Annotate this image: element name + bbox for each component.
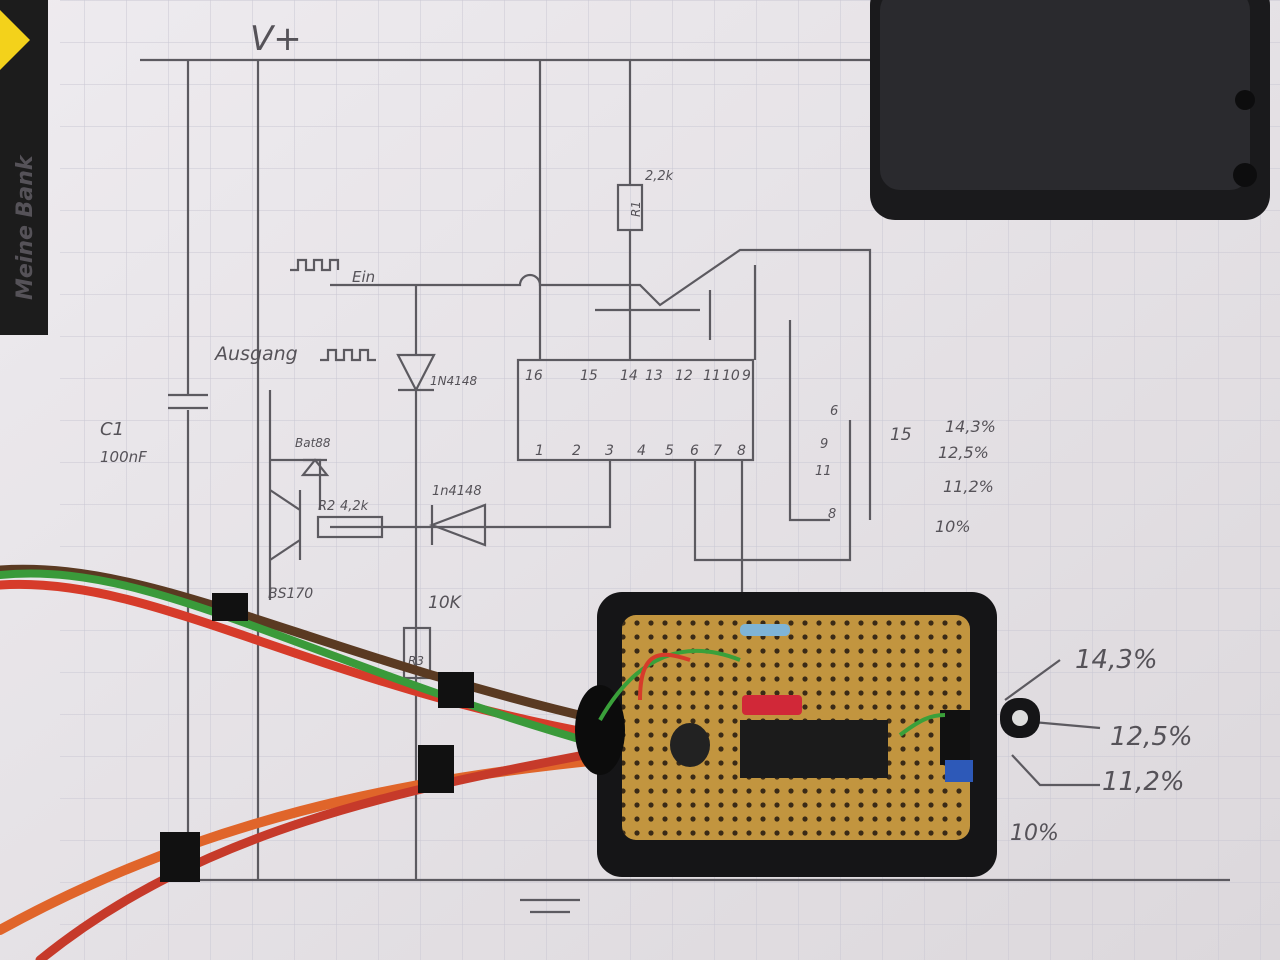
cable-tie xyxy=(438,672,474,708)
jumper-header xyxy=(940,710,970,765)
ratio-labels-schematic: 14,3% 12,5% 11,2% 10% xyxy=(935,417,996,536)
diode-top-label: 1N4148 xyxy=(430,374,478,388)
r1-value: 2,2k xyxy=(645,169,674,184)
ratio-label: 14,3% xyxy=(1075,645,1158,675)
c1-value: 100nF xyxy=(100,448,147,466)
r2-value: 4,2k xyxy=(340,499,369,514)
supply-label: V+ xyxy=(250,19,302,59)
pin-label: 9 xyxy=(820,437,828,452)
jumper xyxy=(945,760,973,782)
cable-tie xyxy=(212,593,248,621)
enclosure-lid xyxy=(870,0,1270,220)
schematic-wiring xyxy=(140,58,1230,914)
pin-label: 11 xyxy=(815,464,832,479)
pin-label: 8 xyxy=(828,507,836,522)
r1-name: R1 xyxy=(629,201,643,217)
capacitor xyxy=(742,695,802,715)
ratio-label: 12,5% xyxy=(1110,722,1193,752)
transistor xyxy=(670,723,710,767)
cable-tie xyxy=(160,832,200,882)
c1-name: C1 xyxy=(100,419,124,440)
pin-label: 3 xyxy=(605,443,614,459)
pin-label: 5 xyxy=(665,443,674,459)
ratio-labels-board: 14,3% 12,5% 11,2% 10% xyxy=(1004,645,1193,846)
pin-label: 10 xyxy=(722,368,740,384)
pin-label: 12 xyxy=(675,368,693,384)
ratio-label: 14,3% xyxy=(945,417,996,436)
pin-label: 7 xyxy=(713,443,722,459)
ratio-label: 11,2% xyxy=(943,477,994,496)
r2-name: R2 xyxy=(318,499,335,514)
pin-label: 14 xyxy=(620,368,638,384)
pin-label: 1 xyxy=(535,443,544,459)
ratio-label: 10% xyxy=(935,517,971,536)
bank-logo-icon xyxy=(0,10,30,70)
pin-label: 6 xyxy=(830,404,838,419)
diode-mid-label: 1n4148 xyxy=(432,484,482,499)
resistor xyxy=(740,624,790,636)
pin-label: 13 xyxy=(645,368,663,384)
pin-label: 9 xyxy=(742,368,751,384)
circuit-board-enclosure xyxy=(575,592,1040,877)
pin-label: 15 xyxy=(580,368,598,384)
ic-pin-labels-bottom: 1 2 3 4 5 6 7 8 xyxy=(535,443,746,459)
ratio-label: 10% xyxy=(1010,821,1059,846)
r3-value: 10K xyxy=(428,593,463,613)
cable-tie xyxy=(418,745,454,793)
pin-label: 8 xyxy=(737,443,746,459)
pin-label: 11 xyxy=(703,368,721,384)
output-label: Ausgang xyxy=(213,343,298,365)
jumper-pin-labels: 6 9 11 8 15 xyxy=(815,404,912,522)
ic-pin-labels-top: 16 15 14 13 12 11 10 9 xyxy=(525,368,751,384)
cable-bundle xyxy=(0,564,605,960)
pin-label: 16 xyxy=(525,368,543,384)
pin-label: 2 xyxy=(572,443,581,459)
transistor-label: BS170 xyxy=(268,586,313,602)
bank-brochure: Meine Bank xyxy=(0,0,48,335)
ic-chip xyxy=(740,720,888,778)
ratio-label: 12,5% xyxy=(938,443,989,462)
pin-label: 4 xyxy=(637,443,646,459)
schottky-label: Bat88 xyxy=(295,436,331,450)
input-label: Ein xyxy=(352,268,375,286)
pin-label: 6 xyxy=(690,443,699,459)
brand-text: Meine Bank xyxy=(13,154,38,300)
pin15-label: 15 xyxy=(890,425,912,445)
ratio-label: 11,2% xyxy=(1102,767,1185,797)
cable-grommet xyxy=(575,685,625,775)
